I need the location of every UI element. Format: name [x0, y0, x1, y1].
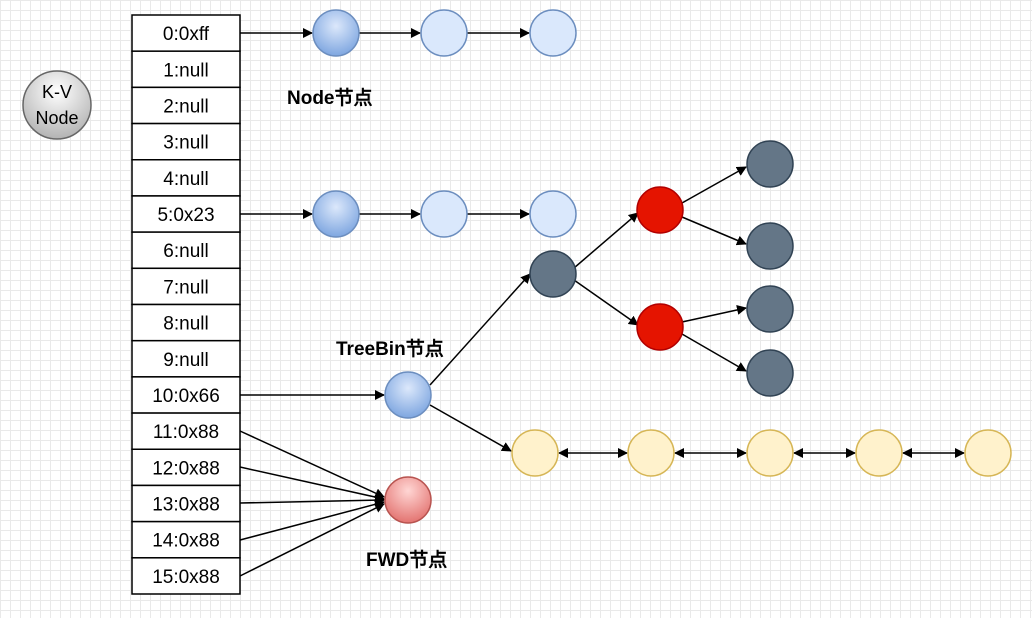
tree-leaf-node — [746, 222, 794, 270]
table-cell — [131, 557, 241, 595]
table-cell-label: 0:0xff — [163, 24, 210, 45]
table-cell-label: 2:null — [163, 96, 208, 117]
tree-red-node — [636, 186, 684, 234]
table-cell — [131, 484, 241, 523]
table-cell — [131, 50, 241, 89]
kv-node-label-line1: K-V — [42, 82, 72, 102]
tree-root-node — [529, 250, 577, 298]
list-node — [420, 190, 468, 238]
edge-red1-to-leaf1 — [681, 166, 747, 204]
edge-row14-to-fwd — [239, 499, 385, 541]
treenode-list-node — [855, 429, 903, 477]
kv-node-legend: K-V Node — [22, 70, 92, 140]
table-cell-label: 11:0x88 — [153, 422, 219, 443]
edge-row11-to-fwd — [239, 430, 385, 498]
edges — [239, 28, 965, 577]
table-cell — [131, 303, 241, 342]
table-cell-label: 8:null — [163, 314, 208, 335]
table-cell — [131, 412, 241, 450]
edge-treebin-to-root — [429, 273, 531, 386]
table-cell-label: 4:null — [163, 169, 208, 190]
fwd-node — [384, 476, 432, 524]
edge-root-to-red2 — [573, 279, 639, 326]
hash-table: 0:0xff 1:null 2:null 3:null 4:null 5:0x23 6:nu… — [131, 14, 241, 595]
table-cell-label: 5:0x23 — [157, 205, 214, 226]
kv-node-circle — [22, 70, 92, 140]
table-cell-label: 10:0x66 — [152, 386, 220, 407]
list-node-head — [312, 190, 360, 238]
table-cell-label: 13:0x88 — [152, 495, 220, 516]
table-cell — [131, 448, 241, 487]
tree-leaf-node — [746, 349, 794, 397]
table-cell — [131, 339, 241, 378]
edge-root-to-red1 — [573, 212, 639, 269]
tree-leaf-node — [746, 140, 794, 188]
node-label: Node节点 — [287, 87, 373, 109]
tree-leaf-node — [746, 285, 794, 333]
table-cell — [131, 520, 241, 559]
nodes — [312, 9, 1012, 524]
table-cell — [131, 86, 241, 125]
table-cell — [131, 14, 241, 52]
edge-red2-to-leaf4 — [681, 333, 747, 372]
fwd-label: FWD节点 — [366, 549, 447, 571]
table-cell — [131, 267, 241, 306]
treenode-list-node — [511, 429, 559, 477]
table-cell-label: 9:null — [163, 350, 208, 371]
edge-row12-to-fwd — [239, 466, 385, 502]
table-cell-label: 6:null — [163, 241, 208, 262]
edge-row13-to-fwd — [239, 495, 385, 506]
table-cell-label: 15:0x88 — [152, 567, 220, 588]
treenode-list-node — [964, 429, 1012, 477]
treebin-label: TreeBin节点 — [336, 338, 444, 360]
tree-red-node — [636, 303, 684, 351]
edge-red2-to-leaf3 — [681, 305, 747, 323]
edge-red1-to-leaf2 — [681, 216, 747, 246]
edge-row15-to-fwd — [239, 503, 385, 577]
treenode-list-node — [627, 429, 675, 477]
list-node — [529, 190, 577, 238]
kv-node-label-line2: Node — [35, 108, 78, 128]
table-cell — [131, 231, 241, 270]
table-cell-label: 7:null — [163, 277, 208, 298]
list-node — [420, 9, 468, 57]
list-node-head — [312, 9, 360, 57]
table-cell-label: 3:null — [163, 133, 208, 154]
table-cell-label: 1:null — [163, 60, 208, 81]
treebin-node — [384, 371, 432, 419]
treenode-list-node — [746, 429, 794, 477]
list-node — [529, 9, 577, 57]
table-cell-label: 12:0x88 — [152, 458, 220, 479]
edge-treebin-to-list — [429, 404, 512, 452]
table-cell-label: 14:0x88 — [152, 531, 220, 552]
